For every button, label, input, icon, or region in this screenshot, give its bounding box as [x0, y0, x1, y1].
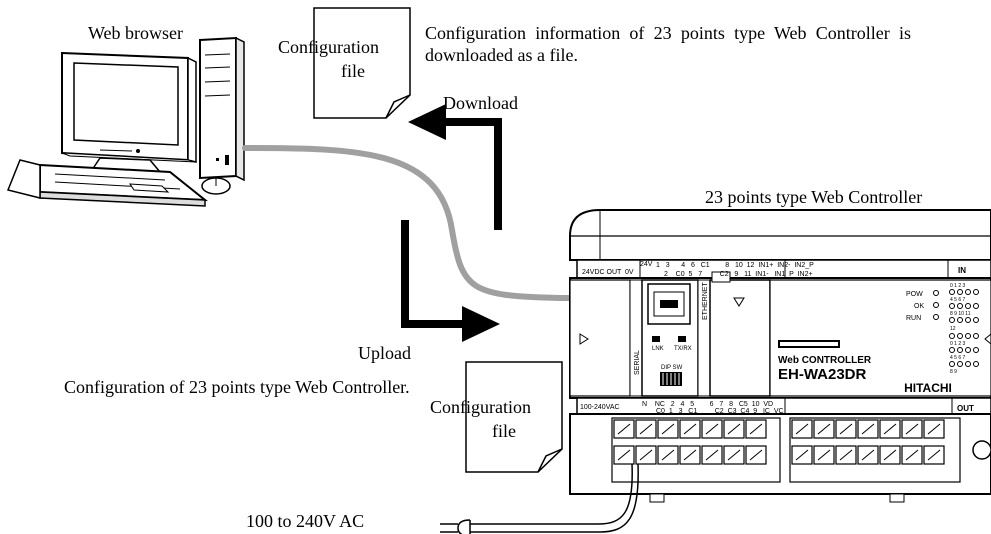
led-num-1: 4 5 6 7	[950, 297, 966, 303]
controller-title: 23 points type Web Controller	[705, 187, 923, 207]
web-controller-device	[569, 209, 991, 503]
led-num-2: 8 9 10 11	[950, 311, 971, 317]
led-num-3: 12	[950, 326, 956, 332]
top-terminals: 1 3 4 6 C1 8 10 12 IN1+ IN2- IN2_P	[656, 262, 814, 269]
mouse	[201, 177, 231, 195]
pow-label: POW	[906, 291, 923, 298]
in-label: IN	[958, 266, 966, 275]
config-file-top-line2: file	[341, 61, 365, 81]
ethernet-cable	[242, 145, 653, 301]
monitor	[61, 51, 197, 173]
v24-label: 24V	[640, 261, 653, 268]
run-label: RUN	[906, 315, 921, 322]
download-arrow	[408, 104, 502, 230]
config-file-bottom-line1: Configuration	[430, 397, 531, 417]
bot-terminals-2: C0 1 3 C1 C2 C3 C4 9 IC VC	[656, 408, 784, 415]
dip-label: DIP SW	[661, 365, 683, 371]
config-file-bottom-document	[465, 361, 563, 473]
download-description: Configuration information of 23 points t…	[425, 23, 911, 65]
txrx-label: TX/RX	[674, 346, 692, 352]
brand-label: HITACHI	[904, 381, 952, 395]
pc-tower	[199, 36, 245, 182]
led-num-4: 0 1 2 3	[950, 341, 966, 347]
config-file-top-document	[313, 7, 411, 119]
out-label: OUT	[957, 404, 974, 413]
config-file-top-line1: Configuration	[278, 37, 379, 57]
ok-label: OK	[914, 303, 924, 310]
io-led-matrix	[949, 289, 979, 367]
power-terminal-label: 24VDC OUT	[582, 269, 622, 276]
serial-label: SERIAL	[634, 350, 641, 375]
series-label: Web CONTROLLER	[778, 355, 872, 366]
download-label: Download	[443, 93, 518, 113]
upload-label: Upload	[358, 343, 411, 363]
zero-v-label: 0V	[625, 269, 634, 276]
web-browser-pc	[6, 36, 245, 207]
ac-label: 100-240VAC	[580, 404, 620, 411]
led-num-0: 0 1 2 3	[950, 283, 966, 289]
keyboard	[6, 159, 209, 207]
power-label: 100 to 240V AC	[246, 511, 365, 531]
top-terminals-2: 2 C0 5 7 C2 9 11 IN1- IN1_P IN2+	[664, 271, 813, 278]
ethernet-label: ETHERNET	[702, 282, 709, 320]
model-label: EH-WA23DR	[778, 366, 867, 383]
web-browser-label: Web browser	[88, 23, 184, 43]
led-num-6: 8 9	[950, 369, 957, 375]
power-cable	[440, 463, 639, 534]
upload-arrow	[401, 220, 500, 342]
bot-terminals: N NC 2 4 5 6 7 8 C5 10 VD	[642, 401, 773, 408]
config-file-bottom-line2: file	[492, 421, 516, 441]
lnk-label: LNK	[652, 346, 664, 352]
upload-description: Configuration of 23 points type Web Cont…	[64, 377, 410, 397]
led-num-5: 4 5 6 7	[950, 355, 966, 361]
